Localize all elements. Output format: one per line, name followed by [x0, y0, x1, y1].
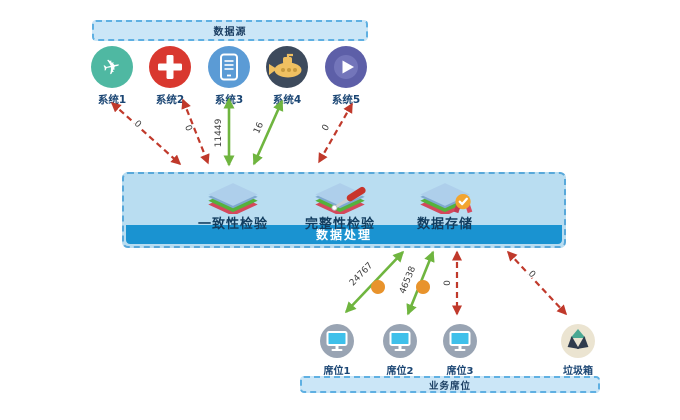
- flow-value-label: 46538: [398, 265, 418, 296]
- monitor-icon: [320, 324, 354, 358]
- flow-value-label: 0: [526, 269, 537, 280]
- monitor-icon: [443, 324, 477, 358]
- flow-marker-dot: [371, 280, 385, 294]
- flow-value-label: 16: [252, 121, 266, 136]
- play-icon: [325, 46, 367, 88]
- source-group-title: 数据源: [213, 27, 247, 38]
- seats-group-box: 业务席位: [300, 376, 600, 393]
- flow-arrow-system2: [181, 98, 210, 165]
- flow-arrow-seat2: [406, 250, 435, 316]
- seats-group-title: 业务席位: [428, 380, 471, 392]
- seat-node-1: 席位1: [305, 324, 369, 377]
- submarine-icon: [266, 46, 308, 88]
- flow-arrow-trash: [506, 250, 568, 316]
- source-group-box: 数据源: [92, 20, 368, 41]
- module-label: 完整性检验: [304, 217, 375, 232]
- system-label: 系统4: [272, 94, 302, 106]
- processing-bar: 数据处理: [126, 225, 562, 244]
- flow-arrow-system5: [318, 102, 353, 164]
- smartphone-icon: [208, 46, 250, 88]
- flow-arrow-system4: [252, 99, 284, 166]
- seat-node-3: 席位3: [428, 324, 492, 377]
- flow-arrow-seat1: [344, 250, 405, 314]
- system-node-5: 系统5: [314, 46, 378, 107]
- plane-icon: ✈: [91, 46, 133, 88]
- system-node-1: ✈ 系统1: [80, 46, 144, 107]
- layers-badge-icon: [420, 183, 473, 214]
- recycle-icon: [561, 324, 595, 358]
- module-label: 一致性检验: [197, 217, 268, 232]
- processing-title: 数据处理: [315, 228, 372, 242]
- system-label: 系统1: [97, 94, 127, 106]
- trash-label: 垃圾箱: [563, 366, 593, 377]
- seat-label: 席位3: [446, 366, 474, 377]
- module-label: 数据存储: [416, 217, 473, 232]
- monitor-icon: [383, 324, 417, 358]
- system-node-4: 系统4: [255, 46, 319, 107]
- flow-value-label: 0: [321, 123, 333, 133]
- system-node-2: 系统2: [138, 46, 202, 107]
- flow-value-label: 0: [132, 119, 143, 130]
- module-consistency: 一致性检验: [178, 176, 288, 232]
- seat-node-2: 席位2: [368, 324, 432, 377]
- seat-label: 席位2: [386, 366, 414, 377]
- flow-value-label: 0: [443, 280, 453, 286]
- system-label: 系统5: [331, 94, 361, 106]
- layers-tool-icon: [315, 183, 366, 214]
- flow-marker-dot: [416, 280, 430, 294]
- flow-value-label: 11449: [214, 118, 224, 147]
- module-storage: 数据存储: [390, 176, 500, 232]
- system-label: 系统2: [155, 94, 185, 106]
- system-label: 系统3: [214, 94, 244, 106]
- plus-icon: [149, 46, 191, 88]
- flow-arrow-system1: [110, 101, 182, 166]
- module-integrity: 完整性检验: [285, 176, 395, 232]
- seat-label: 席位1: [323, 366, 351, 377]
- system-node-3: 系统3: [197, 46, 261, 107]
- layers-icon: [208, 183, 258, 214]
- flow-value-label: 24767: [348, 261, 375, 289]
- flow-value-label: 0: [182, 124, 194, 133]
- trash-node: 垃圾箱: [546, 324, 610, 377]
